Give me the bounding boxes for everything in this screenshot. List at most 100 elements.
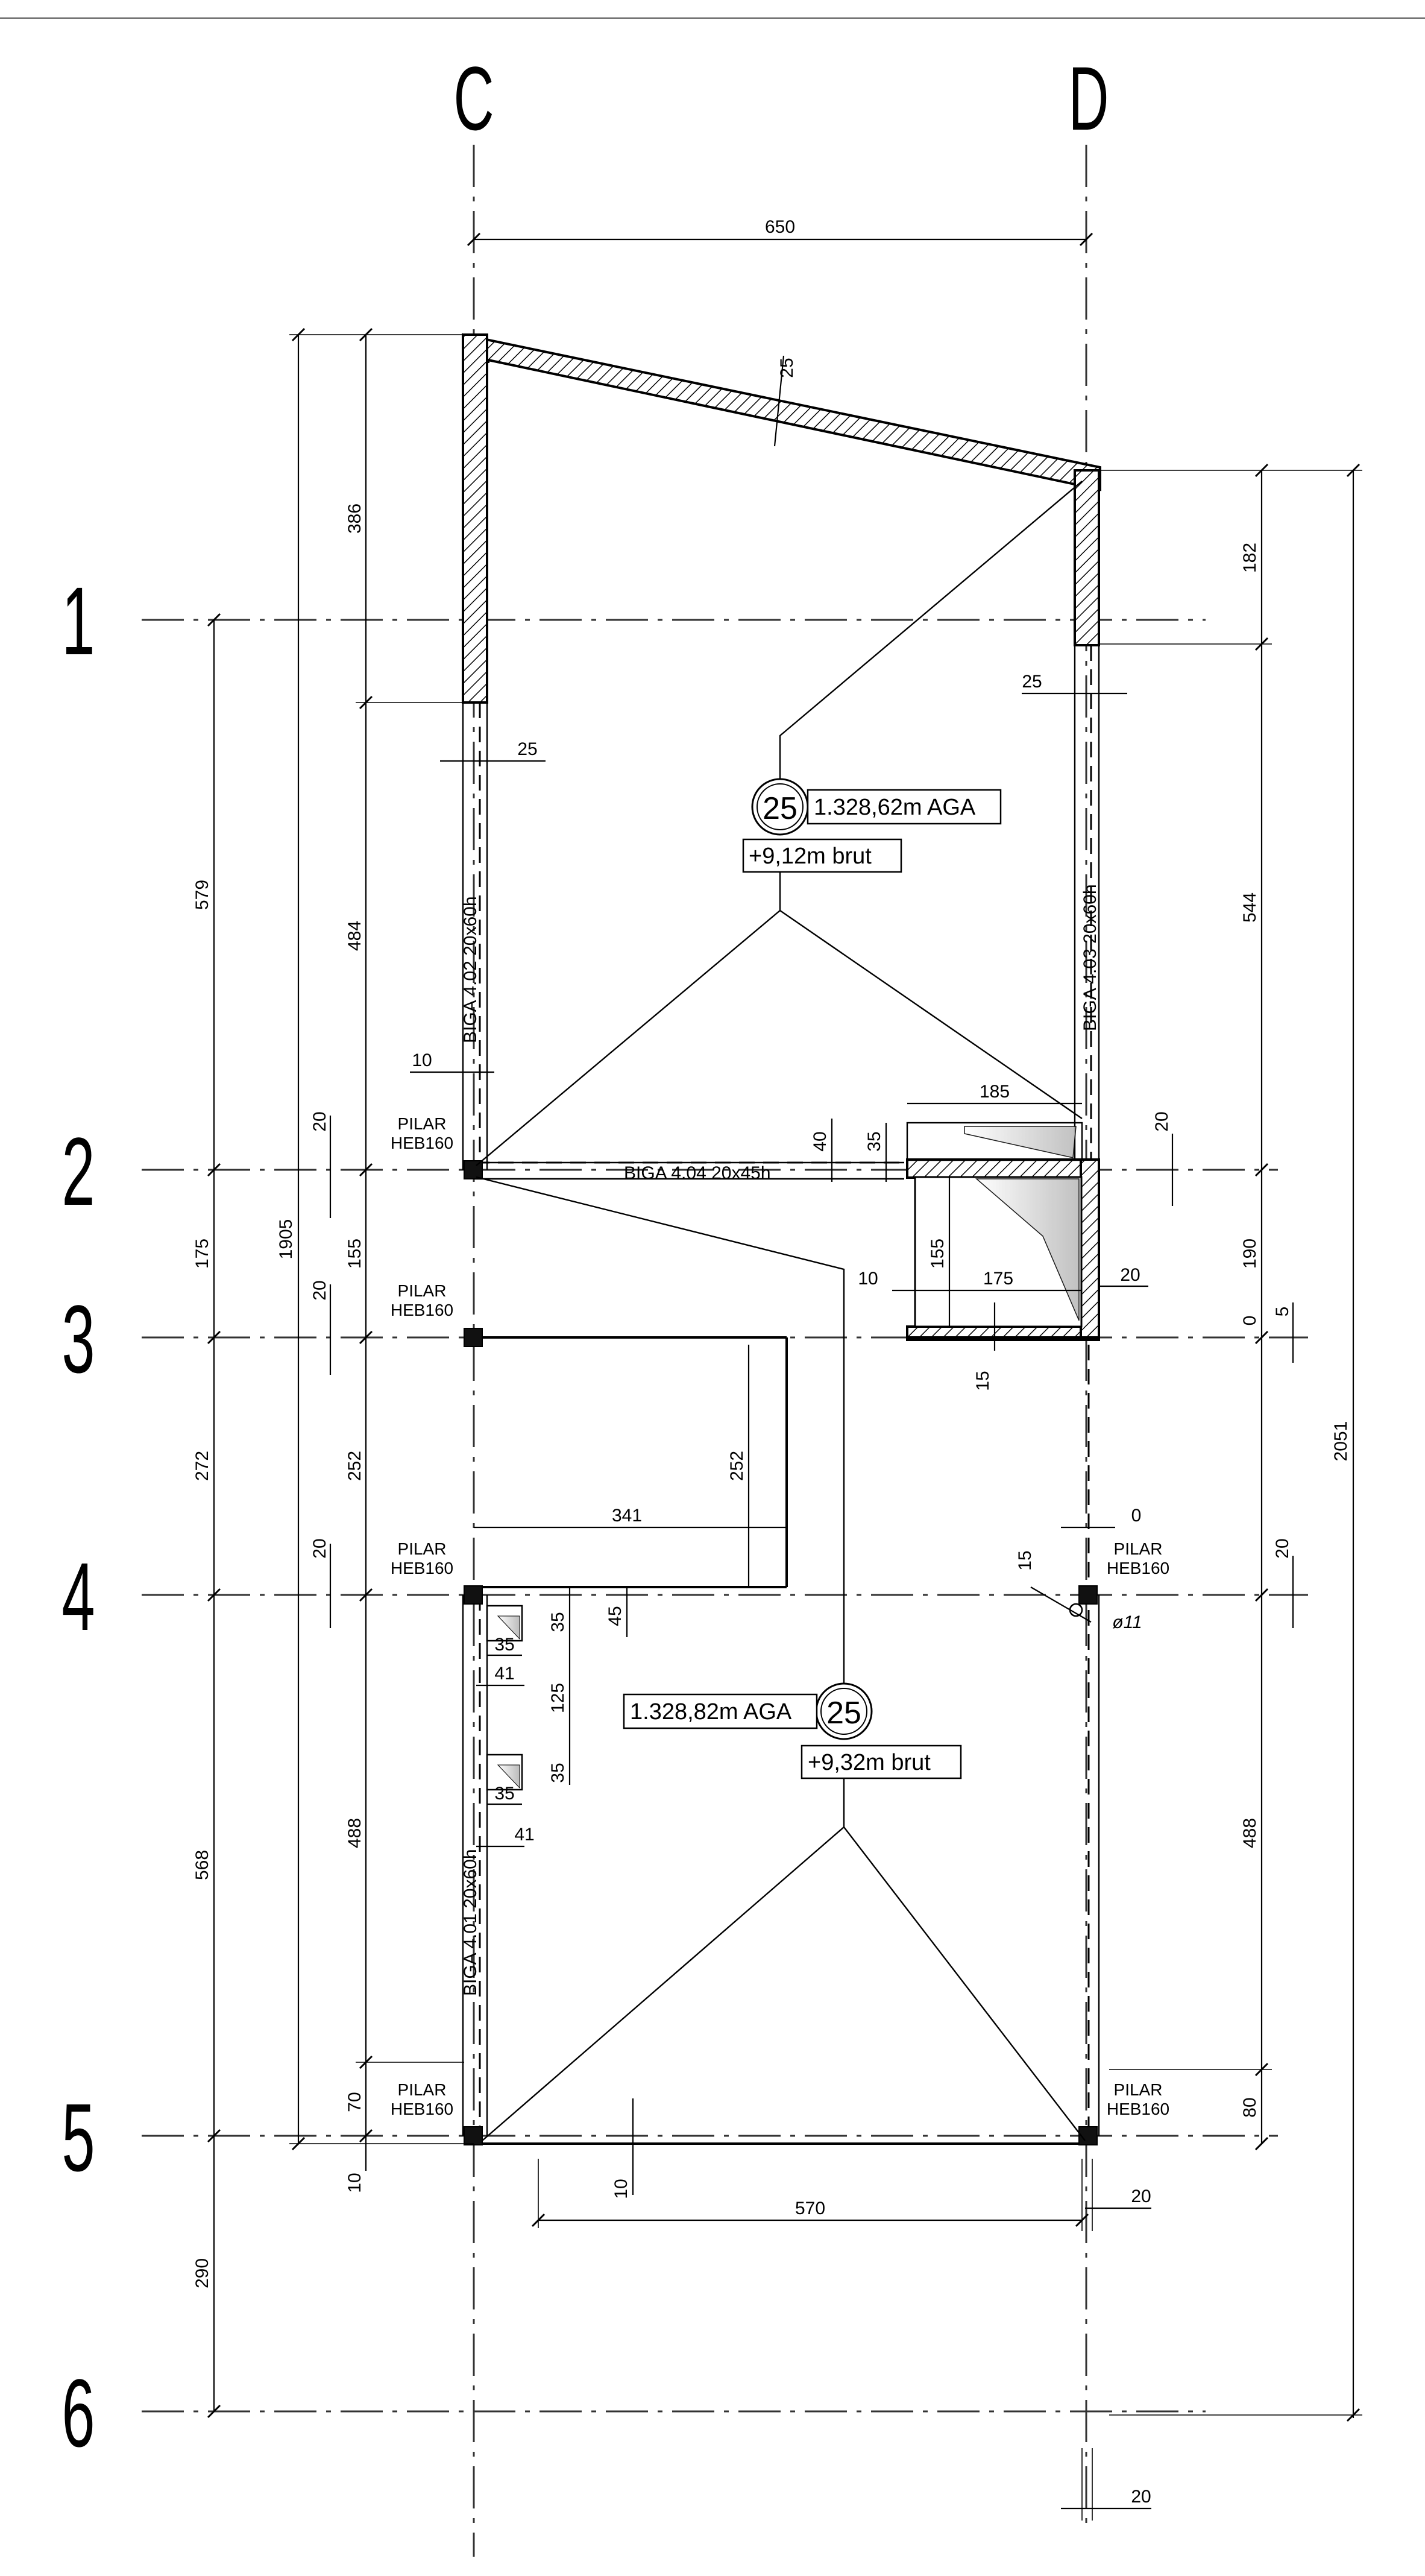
svg-text:386: 386 [345, 504, 365, 534]
svg-text:579: 579 [192, 880, 212, 910]
svg-text:175: 175 [192, 1239, 212, 1269]
svg-text:252: 252 [345, 1451, 365, 1481]
left-upper-wall [462, 333, 488, 704]
svg-text:HEB160: HEB160 [391, 1559, 453, 1577]
column-d4 [1078, 1585, 1098, 1605]
beam-404-label: BIGA 4.04 20x45h [624, 1163, 771, 1183]
dim-bottom-20: 20 [1061, 2448, 1151, 2521]
small-openings [486, 1605, 523, 1791]
svg-text:PILAR: PILAR [398, 1114, 447, 1133]
svg-text:175: 175 [983, 1269, 1013, 1289]
svg-text:20: 20 [310, 1111, 330, 1131]
shaft-box [906, 1122, 1100, 1341]
right-inner-dims: 182 544 190 488 80 0 [1099, 463, 1272, 2151]
svg-text:10: 10 [611, 2179, 631, 2199]
svg-text:PILAR: PILAR [1114, 1539, 1163, 1558]
slab-lower: 25 1.328,82m AGA +9,32m brut [476, 1176, 1086, 2141]
axis-label-4: 4 [61, 1543, 95, 1651]
dim-2051: 2051 [1331, 1421, 1351, 1462]
svg-text:PILAR: PILAR [398, 2080, 447, 2099]
svg-text:544: 544 [1240, 892, 1260, 923]
svg-text:20: 20 [1272, 1538, 1292, 1558]
slab-upper: 25 1.328,62m AGA +9,12m brut [476, 481, 1083, 1166]
svg-text:41: 41 [494, 1664, 514, 1684]
dim-top-width: 650 [467, 217, 1093, 247]
axis-label-1: 1 [61, 567, 95, 675]
axis-labels: C D 1 2 3 4 5 6 [61, 48, 1109, 2467]
svg-text:PILAR: PILAR [398, 1539, 447, 1558]
svg-text:10: 10 [412, 1050, 432, 1070]
slab-upper-aga: 1.328,62m AGA [814, 795, 976, 820]
svg-text:155: 155 [345, 1239, 365, 1269]
axis-label-5: 5 [61, 2084, 95, 2192]
svg-text:20: 20 [1152, 1111, 1172, 1131]
dim-1905: 1905 [276, 1219, 296, 1260]
axis-label-3: 3 [61, 1286, 95, 1394]
beam-402-label: BIGA 4.02 20x60h [461, 896, 480, 1043]
svg-text:25: 25 [1022, 672, 1042, 692]
svg-text:155: 155 [928, 1239, 948, 1269]
slab-lower-aga: 1.328,82m AGA [630, 1699, 792, 1725]
svg-text:252: 252 [727, 1451, 747, 1481]
axis-label-6: 6 [61, 2360, 95, 2467]
svg-text:45: 45 [605, 1606, 625, 1626]
column-c5 [464, 2126, 483, 2145]
svg-text:35: 35 [494, 1635, 514, 1655]
svg-text:125: 125 [548, 1683, 568, 1713]
left-bottom-20: 10 [611, 2098, 634, 2199]
svg-text:20: 20 [1131, 2186, 1151, 2206]
svg-text:35: 35 [548, 1763, 568, 1782]
axis-label-d: D [1068, 48, 1109, 149]
left-total-dim: 1905 [276, 327, 474, 2151]
left-inner-dims: 386 484 155 252 488 70 10 [345, 327, 464, 2193]
right-total-dim: 2051 [1099, 463, 1362, 2422]
svg-text:484: 484 [345, 921, 365, 951]
right-small-dims: 20 5 20 20 20 [1081, 1111, 1294, 2231]
svg-text:20: 20 [310, 1280, 330, 1300]
svg-text:25: 25 [777, 358, 797, 377]
left-axis-dims: 579 175 272 568 290 [192, 613, 221, 2419]
svg-text:15: 15 [973, 1371, 993, 1391]
svg-text:10: 10 [345, 2173, 365, 2192]
svg-text:488: 488 [1240, 1818, 1260, 1848]
misc-dims: 25 25 25 10 40 35 185 155 175 10 15 252 [410, 355, 1142, 1848]
svg-text:272: 272 [192, 1451, 212, 1481]
svg-text:0: 0 [1131, 1506, 1142, 1526]
svg-text:35: 35 [548, 1612, 568, 1632]
svg-text:182: 182 [1240, 543, 1260, 573]
svg-text:20: 20 [1131, 2487, 1151, 2507]
svg-text:41: 41 [514, 1825, 534, 1845]
column-d5 [1078, 2126, 1098, 2145]
svg-text:10: 10 [858, 1269, 878, 1289]
upper-room-walls [462, 333, 1101, 704]
svg-text:PILAR: PILAR [398, 1281, 447, 1300]
left-small-dims: 20 20 20 [310, 1111, 332, 1628]
svg-text:185: 185 [980, 1082, 1010, 1102]
column-c3 [464, 1328, 483, 1347]
slab-lower-brut: +9,32m brut [808, 1750, 931, 1775]
svg-text:15: 15 [1015, 1550, 1035, 1570]
svg-text:ø11: ø11 [1112, 1612, 1142, 1632]
svg-text:341: 341 [612, 1506, 642, 1526]
svg-text:568: 568 [192, 1850, 212, 1880]
svg-text:HEB160: HEB160 [1107, 2100, 1169, 2118]
svg-text:HEB160: HEB160 [391, 2100, 453, 2118]
slab-lower-number: 25 [826, 1696, 861, 1731]
axis-label-2: 2 [61, 1118, 95, 1226]
slab-upper-brut: +9,12m brut [749, 844, 872, 869]
columns [464, 1160, 1098, 2145]
right-upper-wall [1074, 469, 1100, 646]
svg-text:HEB160: HEB160 [1107, 1559, 1169, 1577]
svg-text:80: 80 [1240, 2097, 1260, 2117]
dim-650: 650 [765, 217, 795, 237]
dim-570: 570 [795, 2199, 825, 2218]
column-c4 [464, 1585, 483, 1605]
beam-401-label: BIGA 4.01 20x60h [461, 1849, 480, 1996]
beam-403-label: BIGA 4.03 20x60h [1080, 884, 1100, 1031]
svg-text:20: 20 [310, 1538, 330, 1558]
svg-text:35: 35 [864, 1131, 884, 1151]
svg-text:0: 0 [1240, 1316, 1260, 1326]
column-labels: PILAR HEB160 PILAR HEB160 PILAR HEB160 P… [391, 1114, 1169, 2118]
svg-text:PILAR: PILAR [1114, 2080, 1163, 2099]
